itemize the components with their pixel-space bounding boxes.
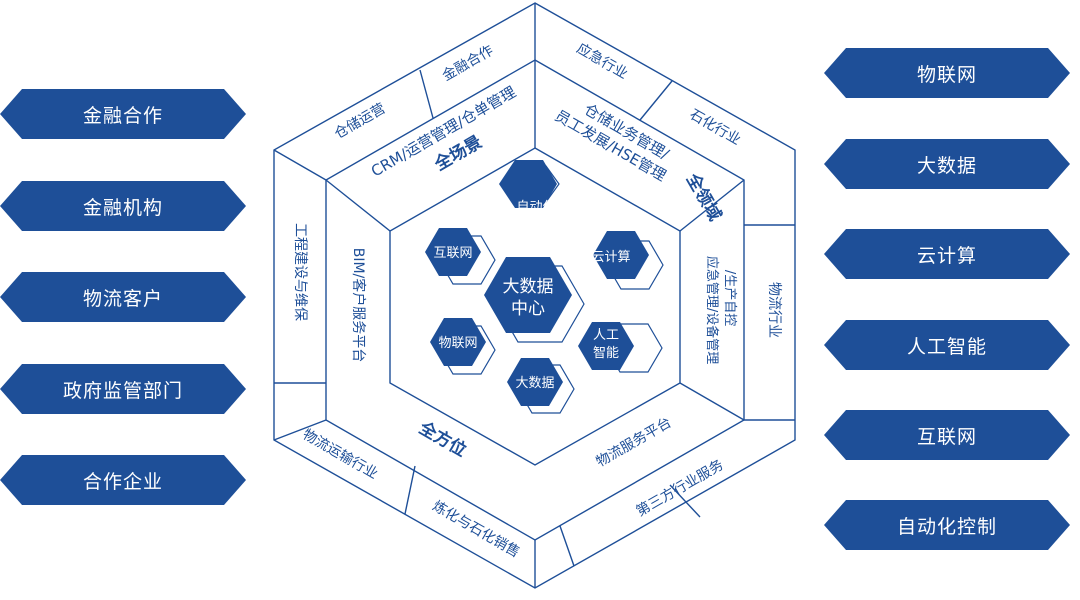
hex-automation-line1: 自动化 <box>516 200 555 215</box>
hex-cloud-label: 云计算 <box>591 250 630 265</box>
right-tag-automation: 自动化控制 <box>824 500 1070 550</box>
hex-iot-label: 物联网 <box>438 336 477 351</box>
hex-center: 大数据 中心 <box>484 257 585 343</box>
hex-internet: 互联网 <box>425 228 496 285</box>
hex-ai: 人工 智能 <box>578 322 663 373</box>
hex-cloud: 云计算 <box>591 231 664 290</box>
center-title-line2: 中心 <box>511 299 545 319</box>
center-hexagons: 自动化 控制 云计算 互联网 大数据 中心 人工 智能 <box>425 160 664 414</box>
left-tag-financial-cooperation: 金融合作 <box>0 89 246 139</box>
left-tag-financial-institution: 金融机构 <box>0 181 246 231</box>
outer-label-warehouse-ops: 仓储运营 <box>332 101 388 143</box>
hex-ai-line1: 人工 <box>593 328 619 343</box>
outer-label-logistics-industry: 物流行业 <box>766 282 782 338</box>
right-tag-cloud: 云计算 <box>824 229 1070 279</box>
middle-title-all-domain: 全领域 <box>681 169 725 225</box>
outer-label-engineering: 工程建设与维保 <box>292 223 308 321</box>
outer-ring-dividers <box>273 3 795 588</box>
left-tag-government: 政府监管部门 <box>0 364 246 414</box>
outer-label-petrochem: 石化行业 <box>687 107 743 149</box>
middle-label-bim: BIM/客户服务平台 <box>350 248 367 363</box>
right-tag-bigdata: 大数据 <box>824 139 1070 189</box>
hex-ai-line2: 智能 <box>593 346 619 361</box>
left-tag-logistics-customer: 物流客户 <box>0 272 246 322</box>
right-tag-ai: 人工智能 <box>824 320 1070 370</box>
middle-label-emergency-mgmt: 应急管理/设备管理 <box>704 256 720 364</box>
hex-automation: 自动化 控制 <box>499 160 560 232</box>
outer-label-emergency: 应急行业 <box>574 40 631 83</box>
right-tag-iot: 物联网 <box>824 48 1070 98</box>
outer-label-transport: 物流运输行业 <box>300 427 381 483</box>
hex-automation-line2: 控制 <box>523 217 549 232</box>
outer-label-third-party: 第三方行业服务 <box>633 456 726 520</box>
hex-bigdata-label: 大数据 <box>515 376 554 391</box>
right-tag-internet: 互联网 <box>824 410 1070 460</box>
hex-iot: 物联网 <box>430 318 496 375</box>
hex-bigdata: 大数据 <box>507 358 575 414</box>
middle-ring-dividers <box>325 60 745 421</box>
outer-label-logistics-platform: 物流服务平台 <box>594 415 675 471</box>
middle-label-production: /生产自控 <box>722 270 737 326</box>
hex-internet-label: 互联网 <box>433 246 472 261</box>
left-tag-partner: 合作企业 <box>0 455 246 505</box>
outer-label-finance-coop: 金融合作 <box>440 43 496 85</box>
outer-label-refining: 炼化与石化销售 <box>430 498 523 561</box>
center-title-line1: 大数据 <box>503 277 554 297</box>
